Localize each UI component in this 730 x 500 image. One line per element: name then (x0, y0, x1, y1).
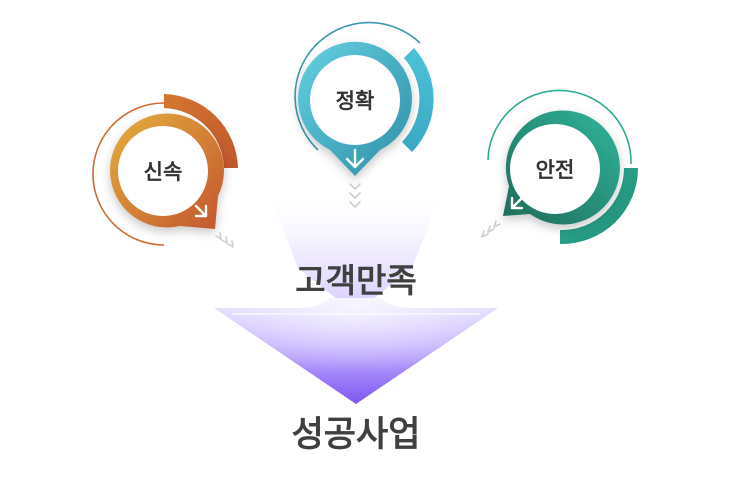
badge-speed: 신속 (92, 94, 238, 246)
badge-speed-label: 신속 (144, 160, 183, 184)
funnel-glow (268, 190, 442, 300)
chevrons-accuracy (349, 183, 361, 208)
funnel-arrow (214, 298, 498, 404)
chevrons-speed (215, 232, 234, 248)
middle-label: 고객만족 (295, 261, 416, 300)
bottom-label: 성공사업 (292, 415, 421, 455)
badge-safety-label: 안전 (536, 158, 575, 182)
badge-accuracy: 정확 (294, 21, 434, 176)
badge-accuracy-label: 정확 (336, 89, 375, 113)
badge-safety: 안전 (487, 89, 638, 245)
chevrons-safety (481, 220, 501, 238)
